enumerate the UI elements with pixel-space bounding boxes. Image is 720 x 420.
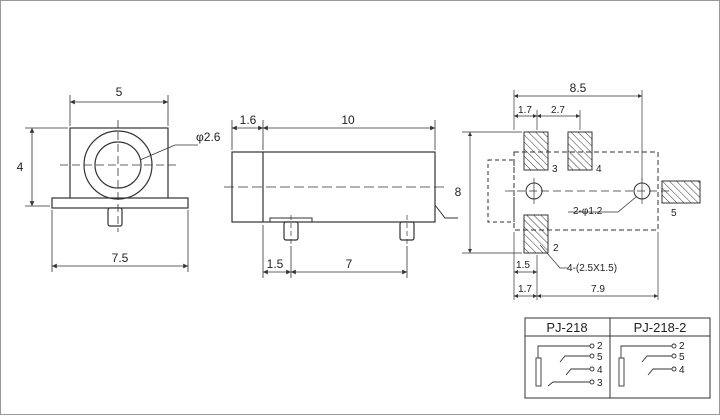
pad-3	[523, 131, 549, 171]
sleeve-contact-right	[618, 357, 625, 387]
label-footprint-width: 8.5	[570, 81, 587, 95]
pj218-pin-3: 3	[597, 378, 603, 389]
label-front-width-bottom: 7.5	[112, 251, 129, 265]
pad-2	[523, 214, 549, 254]
hole-callout-leader	[568, 196, 637, 213]
schematic-pj218	[535, 343, 595, 387]
label-side-front-len: 1.6	[240, 113, 257, 127]
sleeve-contact-left	[535, 357, 542, 387]
pad-callout-leader	[539, 244, 568, 269]
front-view	[25, 95, 198, 272]
pad-label-4: 4	[596, 164, 602, 175]
schematic-pj218-2	[618, 343, 677, 387]
schematic-table	[524, 317, 711, 399]
label-footprint-height: 8	[455, 185, 462, 199]
pj218-2-pin-2: 2	[679, 341, 685, 352]
model-header-pj218: PJ-218	[546, 320, 587, 335]
schematic-frame	[524, 317, 711, 399]
hole-leader	[139, 144, 198, 161]
pad-label-3: 3	[552, 164, 558, 175]
pj218-pin-5: 5	[597, 352, 603, 363]
pad-label-5: 5	[671, 208, 677, 219]
label-front-height: 4	[17, 160, 24, 174]
label-hole-dia: φ2.6	[196, 130, 221, 144]
pad-4	[567, 131, 593, 171]
pj218-2-pin-5: 5	[679, 352, 685, 363]
front-outer-ring	[83, 130, 153, 200]
mount-hole-left	[525, 182, 543, 200]
front-body-outline	[69, 127, 169, 207]
label-pin-offset: 1.5	[267, 257, 284, 271]
footprint-front-outline	[487, 159, 515, 223]
label-small-hole: 2-φ1.2	[573, 206, 603, 217]
label-bottom-span: 7.9	[591, 284, 605, 295]
label-pin-pitch: 7	[346, 257, 353, 271]
front-peg	[107, 207, 123, 227]
label-front-width-top: 5	[116, 85, 123, 99]
pj218-pin-2: 2	[597, 341, 603, 352]
label-pad-pitch: 2.7	[551, 105, 565, 116]
pj218-2-pin-4: 4	[679, 365, 685, 376]
label-bottom-left: 1.7	[518, 284, 532, 295]
pad-5	[661, 180, 701, 204]
model-header-pj218-2: PJ-218-2	[634, 320, 687, 335]
pad-label-2: 2	[553, 243, 559, 254]
label-left-gap: 1.5	[516, 260, 530, 271]
label-pad-size: 4-(2.5X1.5)	[567, 263, 617, 274]
footprint-view	[462, 90, 701, 300]
mount-hole-right	[633, 182, 651, 200]
label-pad-offset: 1.7	[518, 105, 532, 116]
pj218-pin-4: 4	[597, 365, 603, 376]
label-side-body-len: 10	[341, 113, 355, 127]
side-view	[224, 120, 458, 278]
